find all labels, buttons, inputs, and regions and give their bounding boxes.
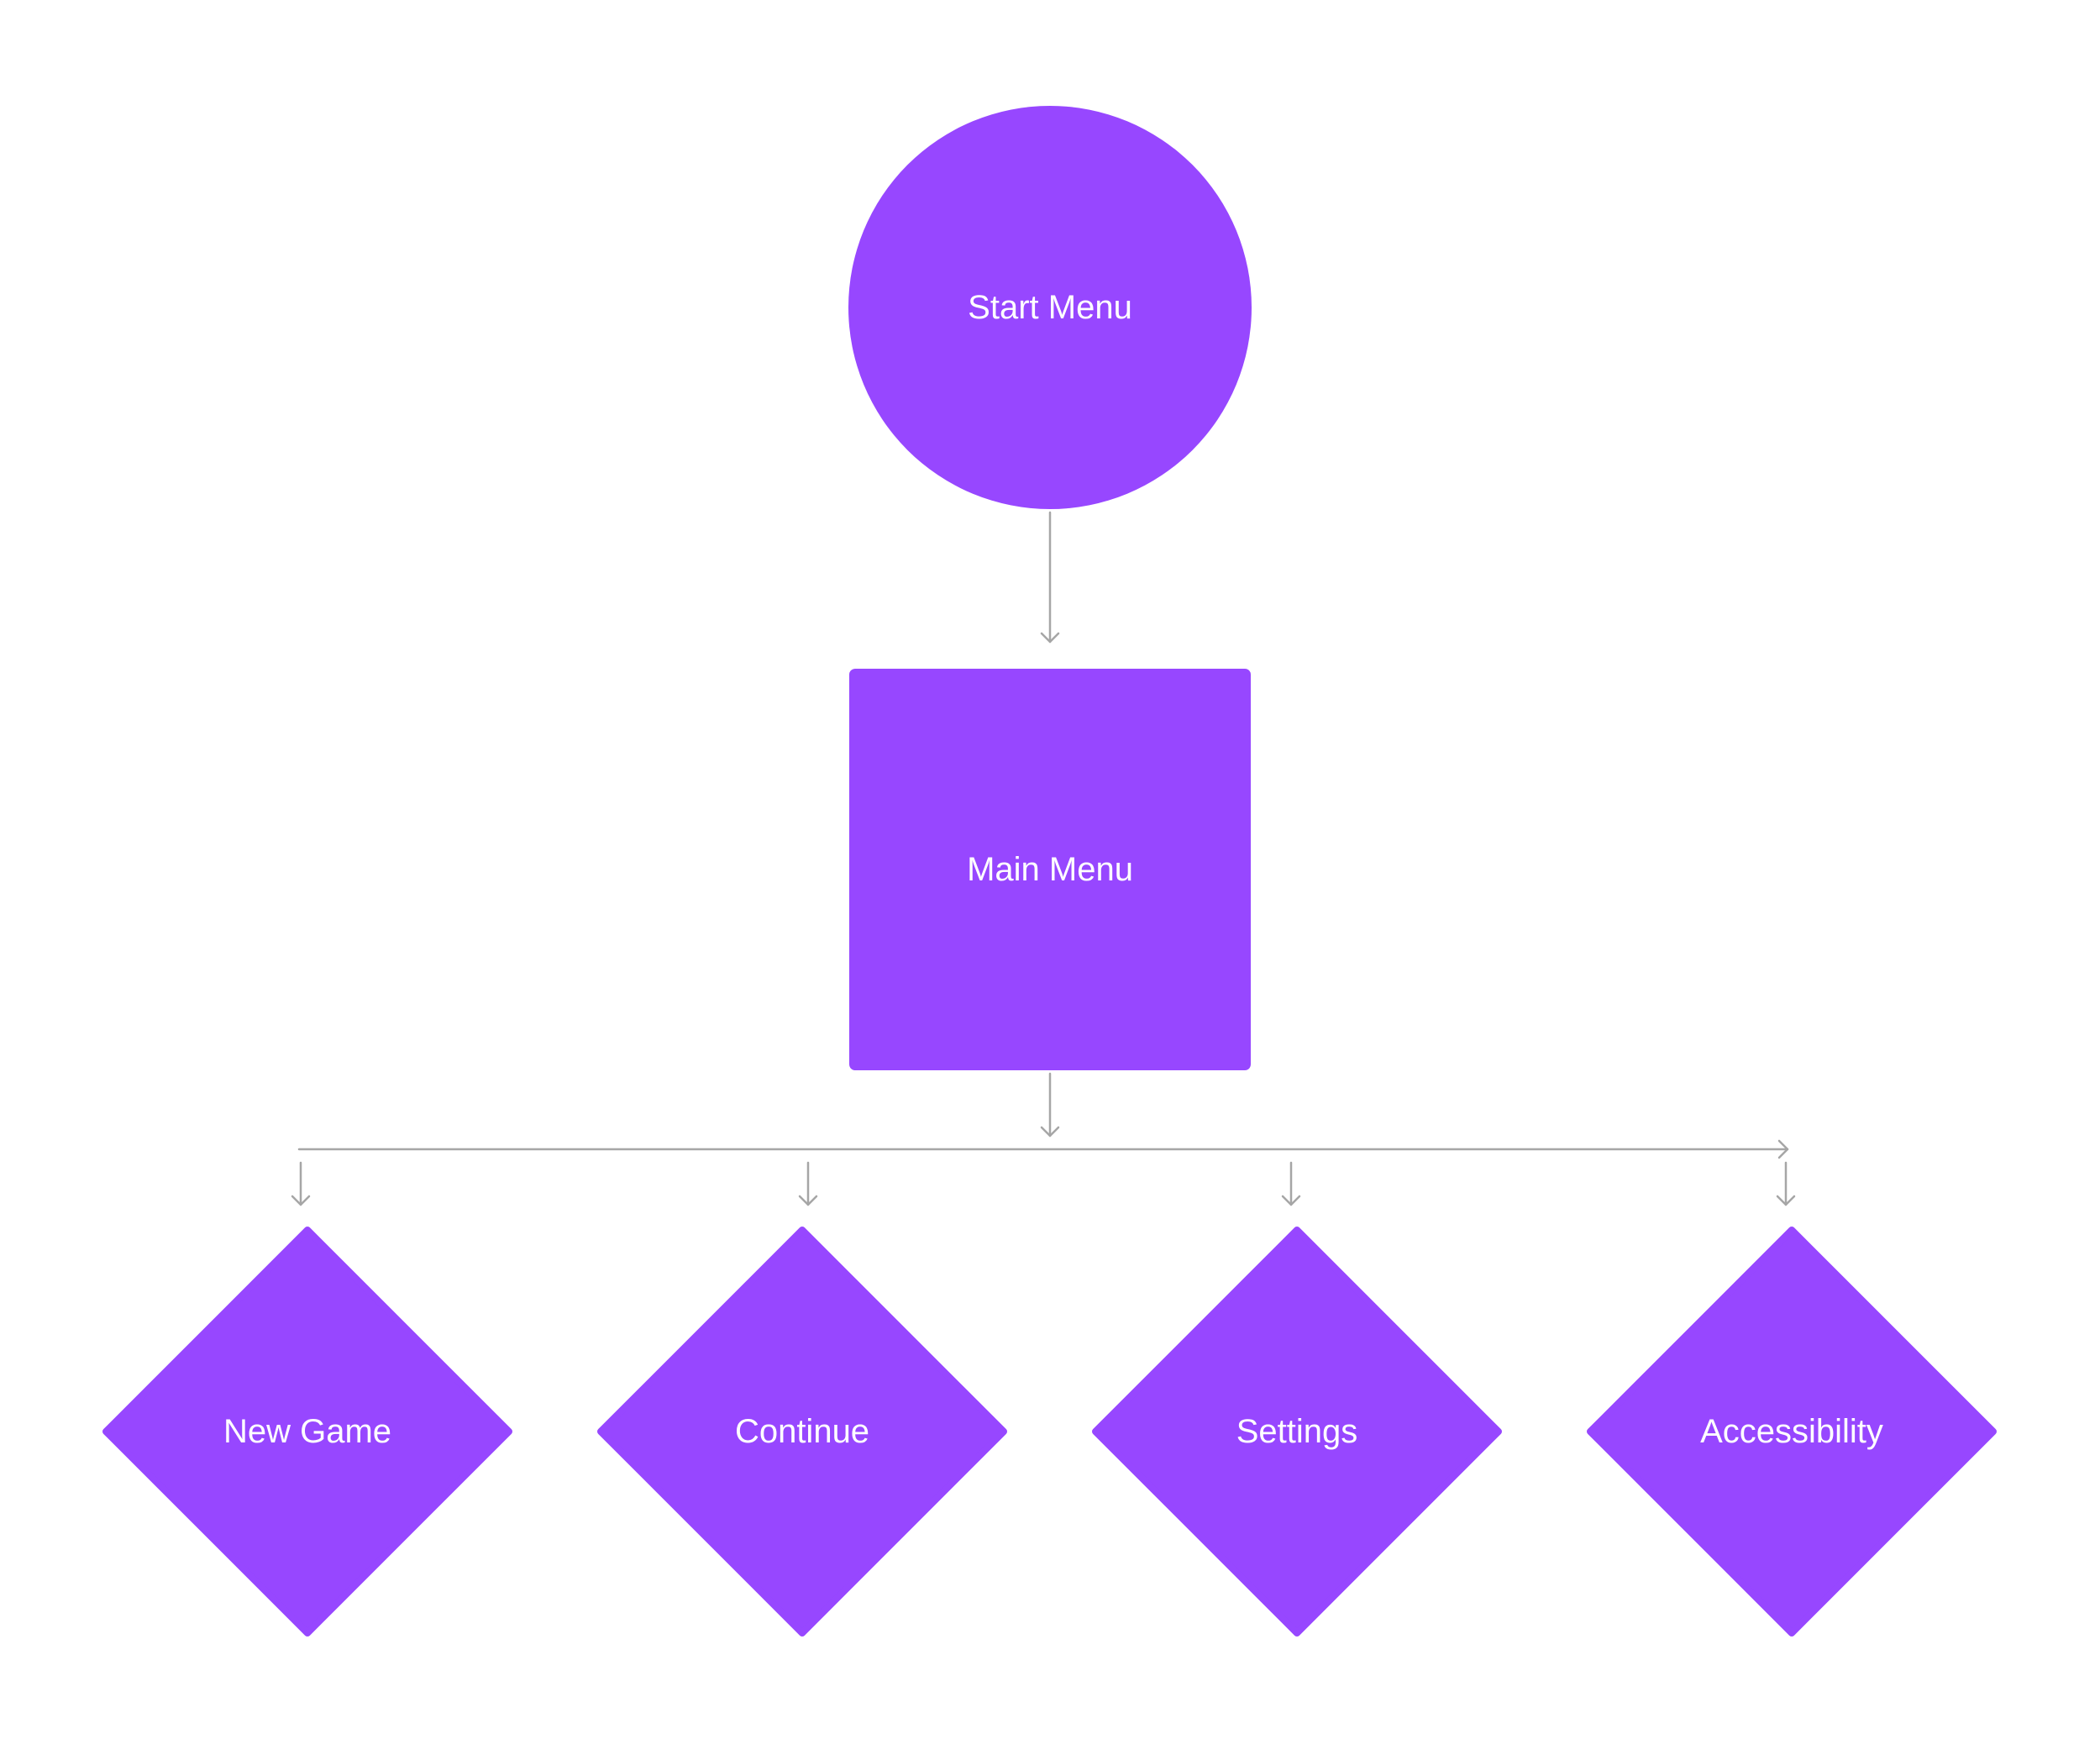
new-game-label: New Game: [223, 1413, 391, 1450]
main-menu-node[interactable]: Main Menu: [849, 669, 1251, 1070]
continue-diamond: [597, 1227, 1007, 1637]
accessibility-diamond: [1587, 1227, 1997, 1637]
connector-to-settings: [1281, 1161, 1301, 1206]
continue-node[interactable]: Continue: [597, 1227, 1007, 1637]
connector-main-to-branch: [1040, 1072, 1060, 1137]
connector-to-new-game: [291, 1161, 311, 1206]
arrowhead-down-icon: [1040, 632, 1060, 644]
arrowhead-down-icon: [1040, 1126, 1060, 1137]
main-menu-label: Main Menu: [967, 851, 1133, 888]
connector-to-continue: [798, 1161, 818, 1206]
start-menu-node[interactable]: Start Menu: [848, 106, 1252, 509]
new-game-diamond: [102, 1227, 512, 1637]
connector-start-to-main: [1040, 511, 1060, 644]
settings-diamond: [1092, 1227, 1502, 1637]
settings-node[interactable]: Settings: [1092, 1227, 1502, 1637]
start-menu-label: Start Menu: [968, 289, 1132, 326]
arrowhead-down-icon: [1281, 1195, 1301, 1206]
settings-label: Settings: [1236, 1413, 1358, 1450]
arrowhead-down-icon: [798, 1195, 818, 1206]
connector-to-accessibility: [1776, 1161, 1796, 1206]
main-menu-box: [849, 669, 1251, 1070]
start-menu-circle: [848, 106, 1252, 509]
arrowhead-down-icon: [291, 1195, 311, 1206]
arrowhead-right-icon: [1777, 1139, 1789, 1159]
branch-bar: [297, 1139, 1789, 1159]
continue-label: Continue: [735, 1413, 869, 1450]
accessibility-node[interactable]: Accessibility: [1587, 1227, 1997, 1637]
accessibility-label: Accessibility: [1700, 1413, 1883, 1450]
new-game-node[interactable]: New Game: [102, 1227, 512, 1637]
arrowhead-down-icon: [1776, 1195, 1796, 1206]
